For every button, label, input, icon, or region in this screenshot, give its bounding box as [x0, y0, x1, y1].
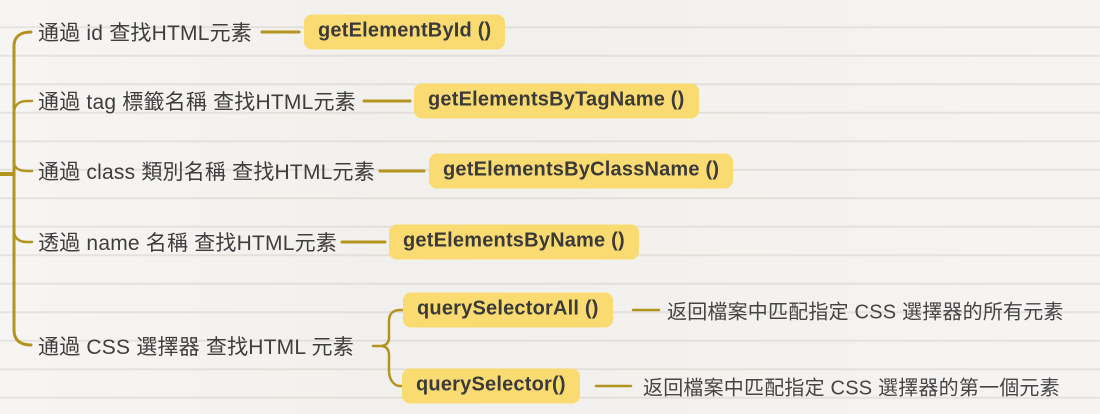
method-box-getelementbyid: getElementById (): [304, 14, 506, 50]
method-box-queryselectorall: querySelectorAll (): [403, 292, 613, 328]
topic-find-by-class: 通過 class 類別名稱 查找HTML元素: [38, 161, 375, 184]
method-box-queryselector: querySelector(): [402, 368, 580, 404]
description-queryselector: 返回檔案中匹配指定 CSS 選擇器的第一個元素: [643, 377, 1060, 400]
method-box-getelementsbyname: getElementsByName (): [389, 224, 639, 260]
method-box-getelementsbytagname: getElementsByTagName (): [414, 83, 699, 119]
fork-row-5: [371, 308, 405, 388]
description-queryselectorall: 返回檔案中匹配指定 CSS 選擇器的所有元素: [667, 301, 1064, 324]
topic-find-by-id: 通過 id 查找HTML元素: [38, 22, 252, 45]
trunk-line: [12, 30, 33, 347]
topic-find-by-name: 透過 name 名稱 查找HTML元素: [38, 232, 337, 255]
branch-hook-3: [12, 160, 34, 173]
topic-find-by-tag: 通過 tag 標籤名稱 查找HTML元素: [38, 91, 356, 114]
topic-find-by-css-selector: 通過 CSS 選擇器 查找HTML 元素: [38, 336, 354, 359]
branch-hook-2: [12, 99, 34, 115]
branch-hook-4: [12, 229, 34, 244]
method-box-getelementsbyclassname: getElementsByClassName (): [429, 153, 734, 189]
